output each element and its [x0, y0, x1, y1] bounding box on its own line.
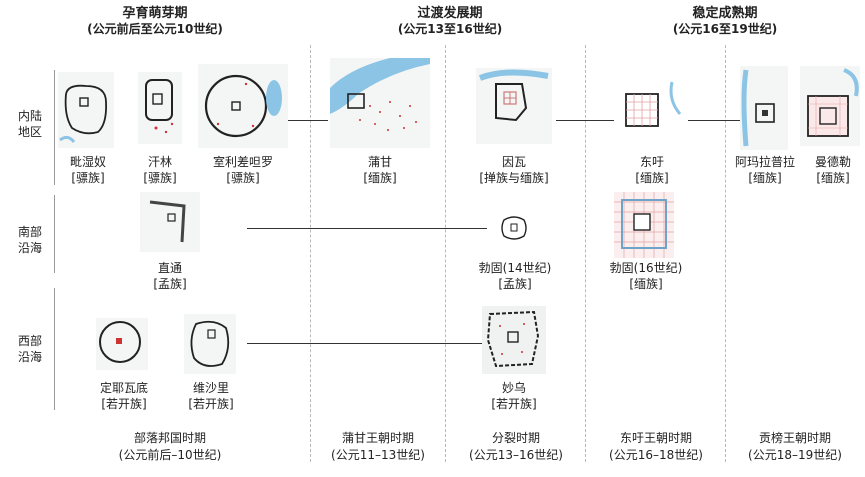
- connector-line-inland-1: [286, 120, 328, 121]
- city-name-bagan: 蒲甘: [367, 155, 392, 169]
- city-name-srikshetra: 室利差呾罗: [212, 155, 273, 169]
- period-name-1: 部落邦国时期: [133, 431, 206, 445]
- bago14-map: [501, 216, 527, 240]
- city-name-amarapura: 阿玛拉普拉: [734, 155, 795, 169]
- city-name-beikthano: 毗湿奴: [69, 155, 106, 169]
- city-name-mrauku: 妙乌: [501, 381, 526, 395]
- city-ethnic-toungoo: [缅族]: [635, 171, 669, 185]
- dhanyawadi-map: [96, 318, 148, 370]
- region-label-inland: 内陆 地区: [17, 109, 42, 139]
- thaton-map: [140, 192, 200, 252]
- divider-line: [310, 45, 311, 462]
- mandalay-map: [800, 66, 860, 146]
- period-name-5: 贡榜王朝时期: [758, 431, 831, 445]
- city-name-thaton: 直通: [157, 261, 182, 275]
- city-ethnic-mandalay: [缅族]: [816, 171, 850, 185]
- amarapura-map: [740, 66, 788, 150]
- phase-title-1: 孕育萌芽期: [122, 6, 188, 21]
- mrauku-map: [482, 306, 546, 374]
- period-range-5: (公元18–19世纪): [748, 448, 842, 462]
- region-label-west: 西部 沿海: [17, 334, 42, 364]
- city-ethnic-thaton: [孟族]: [153, 277, 187, 291]
- divider-line: [585, 45, 586, 462]
- period-name-4: 东吁王朝时期: [619, 431, 692, 445]
- halin-map: [138, 72, 182, 144]
- srikshetra-map: [198, 64, 288, 148]
- city-ethnic-bago14: [孟族]: [498, 277, 532, 291]
- bago16-map: [614, 192, 674, 258]
- city-name-bago16: 勃固(16世纪): [609, 261, 683, 275]
- period-name-2: 蒲甘王朝时期: [341, 431, 414, 445]
- city-name-bago14: 勃固(14世纪): [478, 261, 552, 275]
- city-name-mandalay: 曼德勒: [814, 155, 851, 169]
- period-range-1: (公元前后–10世纪): [118, 448, 222, 462]
- city-ethnic-srikshetra: [骠族]: [226, 171, 260, 185]
- beikthano-map: [58, 72, 114, 148]
- city-name-vesali: 维沙里: [192, 381, 229, 395]
- city-ethnic-bagan: [缅族]: [363, 171, 397, 185]
- period-range-2: (公元11–13世纪): [331, 448, 425, 462]
- divider-line: [445, 45, 446, 462]
- ava-map: [476, 68, 552, 144]
- city-ethnic-amarapura: [缅族]: [748, 171, 782, 185]
- period-name-3: 分裂时期: [491, 431, 540, 445]
- region-bracket-inland: [54, 70, 55, 185]
- bagan-map: [330, 58, 430, 148]
- city-ethnic-halin: [骠族]: [143, 171, 177, 185]
- connector-line-south: [247, 228, 487, 229]
- divider-line: [725, 45, 726, 462]
- city-name-toungoo: 东吁: [639, 155, 664, 169]
- period-range-3: (公元13–16世纪): [469, 448, 563, 462]
- region-bracket-west: [54, 288, 55, 410]
- phase-subtitle-1: (公元前后至公元10世纪): [87, 22, 223, 36]
- connector-line-west: [247, 343, 485, 344]
- city-name-ava: 因瓦: [501, 155, 526, 169]
- vesali-map: [184, 314, 236, 374]
- city-name-halin: 汗林: [147, 155, 172, 169]
- toungoo-map: [616, 80, 688, 144]
- region-bracket-south: [54, 195, 55, 273]
- city-ethnic-ava: [掸族与缅族]: [479, 171, 549, 185]
- city-ethnic-bago16: [缅族]: [629, 277, 663, 291]
- city-ethnic-dhanyawadi: [若开族]: [101, 397, 147, 411]
- city-name-dhanyawadi: 定耶瓦底: [99, 381, 148, 395]
- city-ethnic-beikthano: [骠族]: [71, 171, 105, 185]
- phase-title-3: 稳定成熟期: [692, 6, 758, 21]
- period-range-4: (公元16–18世纪): [609, 448, 703, 462]
- phase-subtitle-3: (公元16至19世纪): [672, 22, 778, 36]
- phase-subtitle-2: (公元13至16世纪): [397, 22, 503, 36]
- city-ethnic-vesali: [若开族]: [188, 397, 234, 411]
- region-label-south: 南部 沿海: [17, 225, 42, 255]
- connector-line-inland-2: [556, 120, 614, 121]
- phase-title-2: 过渡发展期: [417, 6, 483, 21]
- connector-line-inland-3: [688, 120, 743, 121]
- city-ethnic-mrauku: [若开族]: [491, 397, 537, 411]
